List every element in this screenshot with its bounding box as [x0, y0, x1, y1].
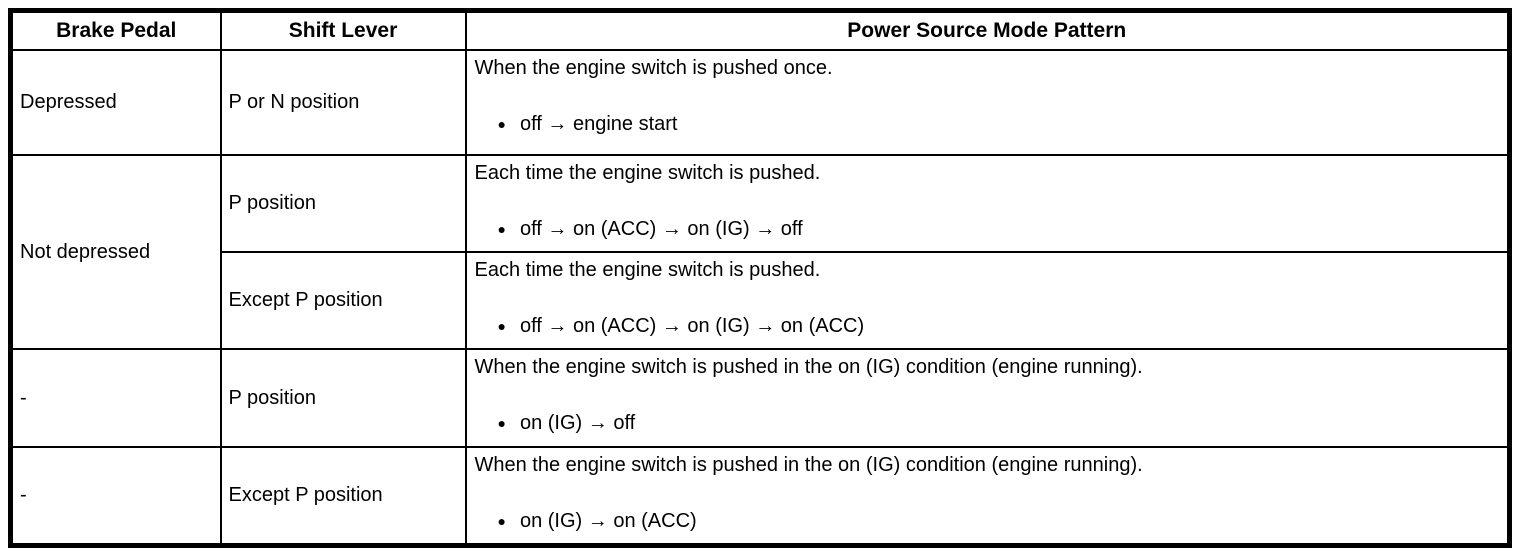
col-header-shift-lever: Shift Lever	[219, 9, 467, 51]
pattern-sequence-text: off → engine start	[519, 113, 678, 135]
pattern-sequence: ● off → engine start	[475, 111, 1500, 138]
pattern-sequence-text: on (IG) → on (ACC)	[519, 510, 697, 532]
pattern-description: Each time the engine switch is pushed.	[474, 259, 821, 281]
shift-lever-cell: P or N position	[219, 49, 467, 156]
shift-lever-cell: Except P position	[219, 446, 467, 547]
bullet-icon: ●	[497, 415, 506, 431]
pattern-cell: When the engine switch is pushed in the …	[464, 446, 1511, 547]
table-header-row: Brake Pedal Shift Lever Power Source Mod…	[9, 9, 1511, 51]
pattern-description: When the engine switch is pushed in the …	[474, 356, 1143, 378]
pattern-cell: When the engine switch is pushed in the …	[464, 348, 1511, 448]
pattern-sequence: ● off → on (ACC) → on (IG) → on (ACC)	[475, 313, 1500, 340]
pattern-cell: Each time the engine switch is pushed. ●…	[464, 251, 1511, 350]
power-source-mode-table: Brake Pedal Shift Lever Power Source Mod…	[8, 8, 1512, 548]
pattern-description: When the engine switch is pushed once.	[474, 57, 833, 79]
col-header-brake-pedal: Brake Pedal	[9, 9, 222, 51]
pattern-description: Each time the engine switch is pushed.	[474, 162, 821, 184]
bullet-icon: ●	[497, 318, 506, 334]
bullet-icon: ●	[497, 116, 506, 132]
table-row-any-except-p: - Except P position When the engine swit…	[9, 446, 1511, 547]
shift-lever-cell: P position	[219, 348, 467, 448]
bullet-icon: ●	[497, 513, 506, 529]
pattern-sequence-text: off → on (ACC) → on (IG) → on (ACC)	[519, 315, 865, 337]
shift-lever-cell: Except P position	[219, 251, 467, 350]
brake-pedal-cell: Depressed	[9, 49, 222, 156]
pattern-cell: When the engine switch is pushed once. ●…	[464, 49, 1511, 156]
brake-pedal-cell: Not depressed	[9, 154, 222, 350]
pattern-sequence: ● on (IG) → off	[475, 410, 1500, 437]
table-row-not-depressed-except-p: Except P position Each time the engine s…	[11, 251, 1511, 350]
col-header-power-source-mode-pattern: Power Source Mode Pattern	[464, 9, 1511, 51]
pattern-sequence: ● off → on (ACC) → on (IG) → off	[475, 216, 1500, 243]
pattern-sequence: ● on (IG) → on (ACC)	[475, 508, 1500, 535]
pattern-description: When the engine switch is pushed in the …	[474, 454, 1143, 476]
pattern-sequence-text: on (IG) → off	[519, 412, 636, 434]
shift-lever-cell: P position	[219, 154, 467, 253]
pattern-cell: Each time the engine switch is pushed. ●…	[464, 154, 1511, 253]
table-row-not-depressed-p: Not depressed P position Each time the e…	[9, 154, 1511, 350]
bullet-icon: ●	[497, 221, 506, 237]
table-row-any-p: - P position When the engine switch is p…	[9, 348, 1511, 448]
brake-pedal-cell: -	[9, 348, 222, 448]
pattern-sequence-text: off → on (ACC) → on (IG) → off	[519, 218, 803, 240]
table-row-depressed-p-or-n: Depressed P or N position When the engin…	[9, 49, 1511, 156]
brake-pedal-cell: -	[9, 446, 222, 547]
